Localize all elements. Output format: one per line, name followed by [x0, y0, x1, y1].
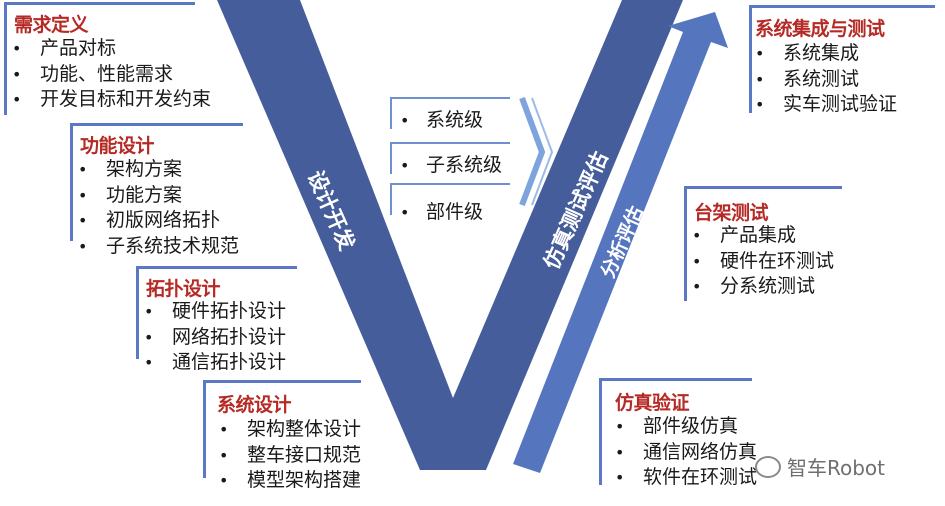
- list-item: 软件在环测试: [613, 465, 757, 491]
- box-title: 需求定义: [14, 14, 89, 36]
- list-item: 系统测试: [753, 67, 897, 93]
- list-item: 功能、性能需求: [10, 62, 211, 88]
- box-title: 仿真验证: [615, 392, 690, 414]
- level-subsystem: •子系统级: [390, 142, 510, 182]
- level-label: 系统级: [426, 109, 484, 131]
- level-label: 子系统级: [426, 154, 503, 176]
- box-title: 系统设计: [217, 394, 292, 416]
- list-item: 部件级仿真: [613, 414, 757, 440]
- list-item: 实车测试验证: [753, 92, 897, 118]
- list-item: 分系统测试: [690, 274, 834, 300]
- list-item: 架构整体设计: [217, 417, 361, 443]
- double-chevron-right-icon: [519, 96, 554, 207]
- list-item: 通信网络仿真: [613, 440, 757, 466]
- list-item: 产品对标: [10, 36, 211, 62]
- list-item: 模型架构搭建: [217, 468, 361, 494]
- watermark-text: 智车Robot: [787, 456, 886, 480]
- list-item: 产品集成: [690, 223, 834, 249]
- level-component: •部件级: [390, 183, 510, 223]
- box-title: 拓扑设计: [146, 278, 221, 300]
- level-label: 部件级: [426, 201, 484, 223]
- wechat-icon: [755, 456, 781, 478]
- list-item: 硬件拓扑设计: [142, 299, 286, 325]
- v-shape: [217, 0, 683, 470]
- watermark: 智车Robot: [755, 452, 885, 481]
- list-item: 通信拓扑设计: [142, 350, 286, 376]
- list-item: 架构方案: [76, 157, 239, 183]
- box-title: 系统集成与测试: [755, 18, 885, 40]
- list-item: 子系统技术规范: [76, 234, 239, 260]
- list-item: 硬件在环测试: [690, 249, 834, 275]
- list-item: 功能方案: [76, 183, 239, 209]
- list-item: 开发目标和开发约束: [10, 87, 211, 113]
- list-item: 初版网络拓扑: [76, 208, 239, 234]
- list-item: 网络拓扑设计: [142, 325, 286, 351]
- level-system: •系统级: [390, 97, 510, 137]
- list-item: 系统集成: [753, 41, 897, 67]
- box-title: 台架测试: [694, 202, 769, 224]
- up-arrow-icon: [513, 12, 728, 473]
- box-title: 功能设计: [80, 135, 155, 157]
- list-item: 整车接口规范: [217, 443, 361, 469]
